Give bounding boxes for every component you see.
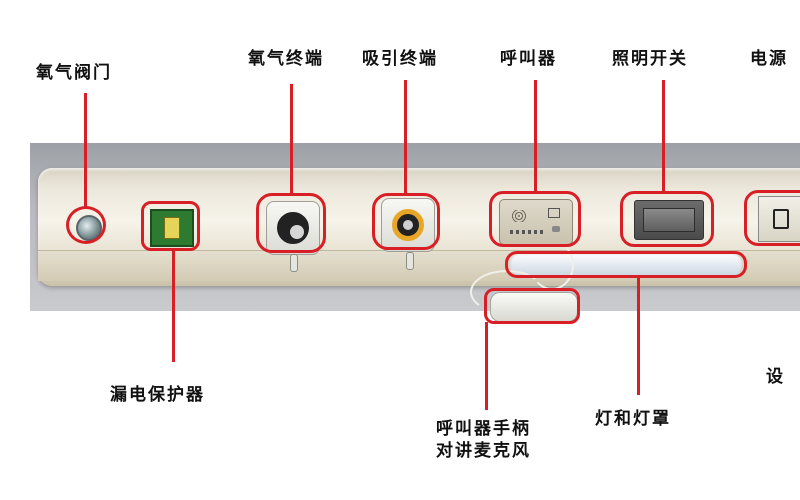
label-handset-microphone: 呼叫器手柄 对讲麦克风	[436, 418, 531, 462]
label-lighting-switch: 照明开关	[612, 49, 688, 69]
gas-outlet-icon	[266, 201, 320, 255]
leader-oxygen-terminal	[290, 84, 293, 194]
callout-oxygen-valve	[66, 206, 106, 244]
intercom-panel-icon	[499, 199, 573, 245]
label-leakage-protector: 漏电保护器	[110, 385, 205, 405]
power-outlet-icon	[758, 196, 800, 242]
callout-handset	[484, 288, 580, 324]
oxygen-pin	[290, 254, 298, 272]
callout-leakage-protector	[141, 201, 200, 251]
suction-outlet-core	[403, 220, 413, 230]
leader-lighting-switch	[662, 80, 665, 192]
label-microphone: 对讲麦克风	[436, 441, 531, 461]
callout-suction-terminal	[372, 193, 440, 250]
caller-display	[548, 208, 560, 218]
power-outlet-slot	[773, 209, 789, 229]
label-lamp-and-cover: 灯和灯罩	[595, 409, 671, 429]
breaker-switch-icon	[150, 209, 194, 247]
leader-oxygen-valve	[84, 93, 87, 207]
leader-handset	[485, 322, 488, 410]
breaker-toggle	[164, 217, 180, 239]
leader-nurse-caller	[534, 80, 537, 192]
label-oxygen-terminal: 氧气终端	[248, 49, 324, 69]
callout-lighting-switch	[620, 191, 714, 247]
oxygen-outlet-ring	[277, 212, 309, 244]
callout-nurse-caller	[489, 191, 581, 247]
rocker-switch-icon	[634, 200, 704, 240]
callout-oxygen-terminal	[256, 193, 326, 253]
suction-outlet-ring	[392, 209, 424, 241]
label-right-clipped: 设	[766, 367, 785, 387]
leader-suction-terminal	[404, 80, 407, 194]
speaker-grille	[512, 210, 526, 222]
label-nurse-caller: 呼叫器	[500, 49, 557, 69]
label-suction-terminal: 吸引终端	[362, 49, 438, 69]
suction-pin	[406, 252, 414, 270]
leader-leakage-protector	[172, 250, 175, 362]
label-power-socket: 电源	[750, 49, 788, 69]
oxygen-outlet-core	[290, 225, 304, 239]
caller-buttons	[510, 230, 544, 234]
label-handset: 呼叫器手柄	[436, 419, 531, 439]
switch-face	[643, 208, 695, 232]
callout-lamp	[505, 251, 747, 278]
label-oxygen-valve: 氧气阀门	[36, 63, 112, 83]
callout-power-socket	[744, 190, 800, 246]
leader-lamp	[637, 277, 640, 395]
caller-indicator	[552, 226, 560, 232]
